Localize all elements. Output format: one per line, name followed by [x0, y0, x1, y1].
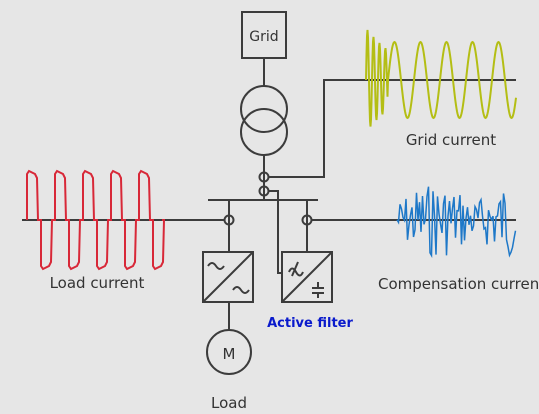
load-current-waveform	[26, 169, 166, 271]
load-label: Load	[211, 394, 247, 412]
transformer-icon	[240, 85, 288, 156]
motor-label: M	[223, 345, 236, 363]
grid-label: Grid	[249, 29, 278, 45]
compensation-current-waveform	[396, 186, 517, 259]
active-filter-label: Active filter	[267, 316, 353, 331]
grid-current-waveform	[365, 29, 517, 127]
load-current-sensor	[223, 214, 235, 226]
ac-dc-converter-icon	[202, 251, 254, 303]
grid-current-label: Grid current	[406, 131, 496, 149]
compensation-current-label: Compensation curren	[378, 275, 539, 293]
compensation-current-sensor	[301, 214, 313, 226]
grid-current-path	[268, 79, 516, 178]
active-filter-converter-icon	[281, 251, 333, 303]
load-current-label: Load current	[50, 274, 145, 292]
motor-icon	[206, 329, 252, 375]
